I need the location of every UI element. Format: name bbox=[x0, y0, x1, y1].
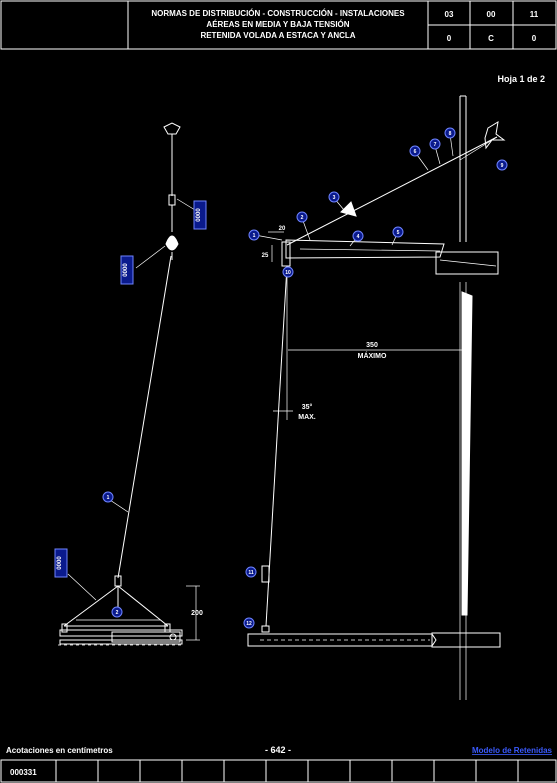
svg-text:8: 8 bbox=[449, 131, 452, 137]
svg-text:11: 11 bbox=[248, 570, 254, 576]
svg-text:5: 5 bbox=[397, 230, 400, 236]
callout-right-4: 4 bbox=[352, 230, 364, 242]
svg-text:10: 10 bbox=[285, 270, 291, 276]
svg-text:2: 2 bbox=[301, 215, 304, 221]
code-bottom-2: C bbox=[488, 34, 494, 43]
callout-left-2: 2 bbox=[111, 606, 123, 618]
code-bottom-1: 0 bbox=[447, 34, 452, 43]
callout-right-12: 12 bbox=[243, 617, 255, 629]
dim-distance-label: MÁXIMO bbox=[358, 351, 387, 360]
svg-text:0000: 0000 bbox=[196, 208, 202, 222]
footer-link[interactable]: Modelo de Retenidas bbox=[472, 746, 553, 755]
callout-right-6: 6 bbox=[409, 145, 421, 157]
svg-text:1: 1 bbox=[253, 233, 256, 239]
dim-offset-vertical: 25 bbox=[262, 253, 269, 259]
callout-right-8: 8 bbox=[444, 127, 456, 139]
svg-text:0000: 0000 bbox=[123, 263, 129, 277]
footer-page-number: - 642 - bbox=[265, 745, 291, 755]
code-top-2: 00 bbox=[487, 10, 496, 19]
footer-code: 000331 bbox=[10, 768, 37, 777]
right-detail: 20 25 350 MÁXIMO 35° MAX. bbox=[247, 95, 506, 700]
code-bottom-3: 0 bbox=[532, 34, 537, 43]
title-line-2: AÉREAS EN MEDIA Y BAJA TENSIÓN bbox=[206, 20, 349, 29]
title-block: NORMAS DE DISTRIBUCIÓN - CONSTRUCCIÓN - … bbox=[0, 0, 557, 50]
svg-text:12: 12 bbox=[246, 621, 252, 627]
svg-text:4: 4 bbox=[357, 234, 360, 240]
callout-right-9: 9 bbox=[496, 159, 508, 171]
sheet-label: Hoja 1 de 2 bbox=[497, 74, 545, 84]
left-detail: 200 bbox=[58, 122, 203, 646]
code-top-1: 03 bbox=[445, 10, 454, 19]
callout-left-1: 1 bbox=[102, 491, 114, 503]
callout-right-2: 2 bbox=[296, 211, 308, 223]
svg-text:6: 6 bbox=[414, 149, 417, 155]
title-line-3: RETENIDA VOLADA A ESTACA Y ANCLA bbox=[200, 31, 355, 40]
thimble-icon bbox=[165, 235, 179, 251]
code-top-3: 11 bbox=[530, 10, 539, 19]
svg-text:0000: 0000 bbox=[57, 556, 63, 570]
callout-right-3: 3 bbox=[328, 191, 340, 203]
dim-angle-label: MAX. bbox=[298, 414, 316, 421]
svg-text:9: 9 bbox=[501, 163, 504, 169]
callout-right-1: 1 bbox=[248, 229, 260, 241]
title-line-1: NORMAS DE DISTRIBUCIÓN - CONSTRUCCIÓN - … bbox=[151, 9, 405, 18]
eye-nut-icon bbox=[163, 122, 181, 135]
dim-angle: 35° bbox=[302, 403, 313, 411]
tag-left-2: 0000 bbox=[120, 255, 134, 285]
svg-text:2: 2 bbox=[116, 610, 119, 616]
footer-note: Acotaciones en centímetros bbox=[6, 746, 113, 755]
footer: Acotaciones en centímetros - 642 - Model… bbox=[0, 745, 557, 783]
dim-depth: 200 bbox=[191, 610, 203, 617]
dim-offset-small: 20 bbox=[279, 226, 286, 232]
pole-fitting-icon bbox=[484, 121, 506, 150]
svg-text:3: 3 bbox=[333, 195, 336, 201]
callout-right-10: 10 bbox=[282, 266, 294, 278]
svg-text:7: 7 bbox=[434, 142, 437, 148]
tag-left-3: 0000 bbox=[54, 548, 68, 578]
callout-right-7: 7 bbox=[429, 138, 441, 150]
tag-left-1: 0000 bbox=[193, 200, 207, 230]
callout-right-5: 5 bbox=[392, 226, 404, 238]
dim-distance: 350 bbox=[366, 342, 378, 349]
callout-right-11: 11 bbox=[245, 566, 257, 578]
svg-text:1: 1 bbox=[107, 495, 110, 501]
